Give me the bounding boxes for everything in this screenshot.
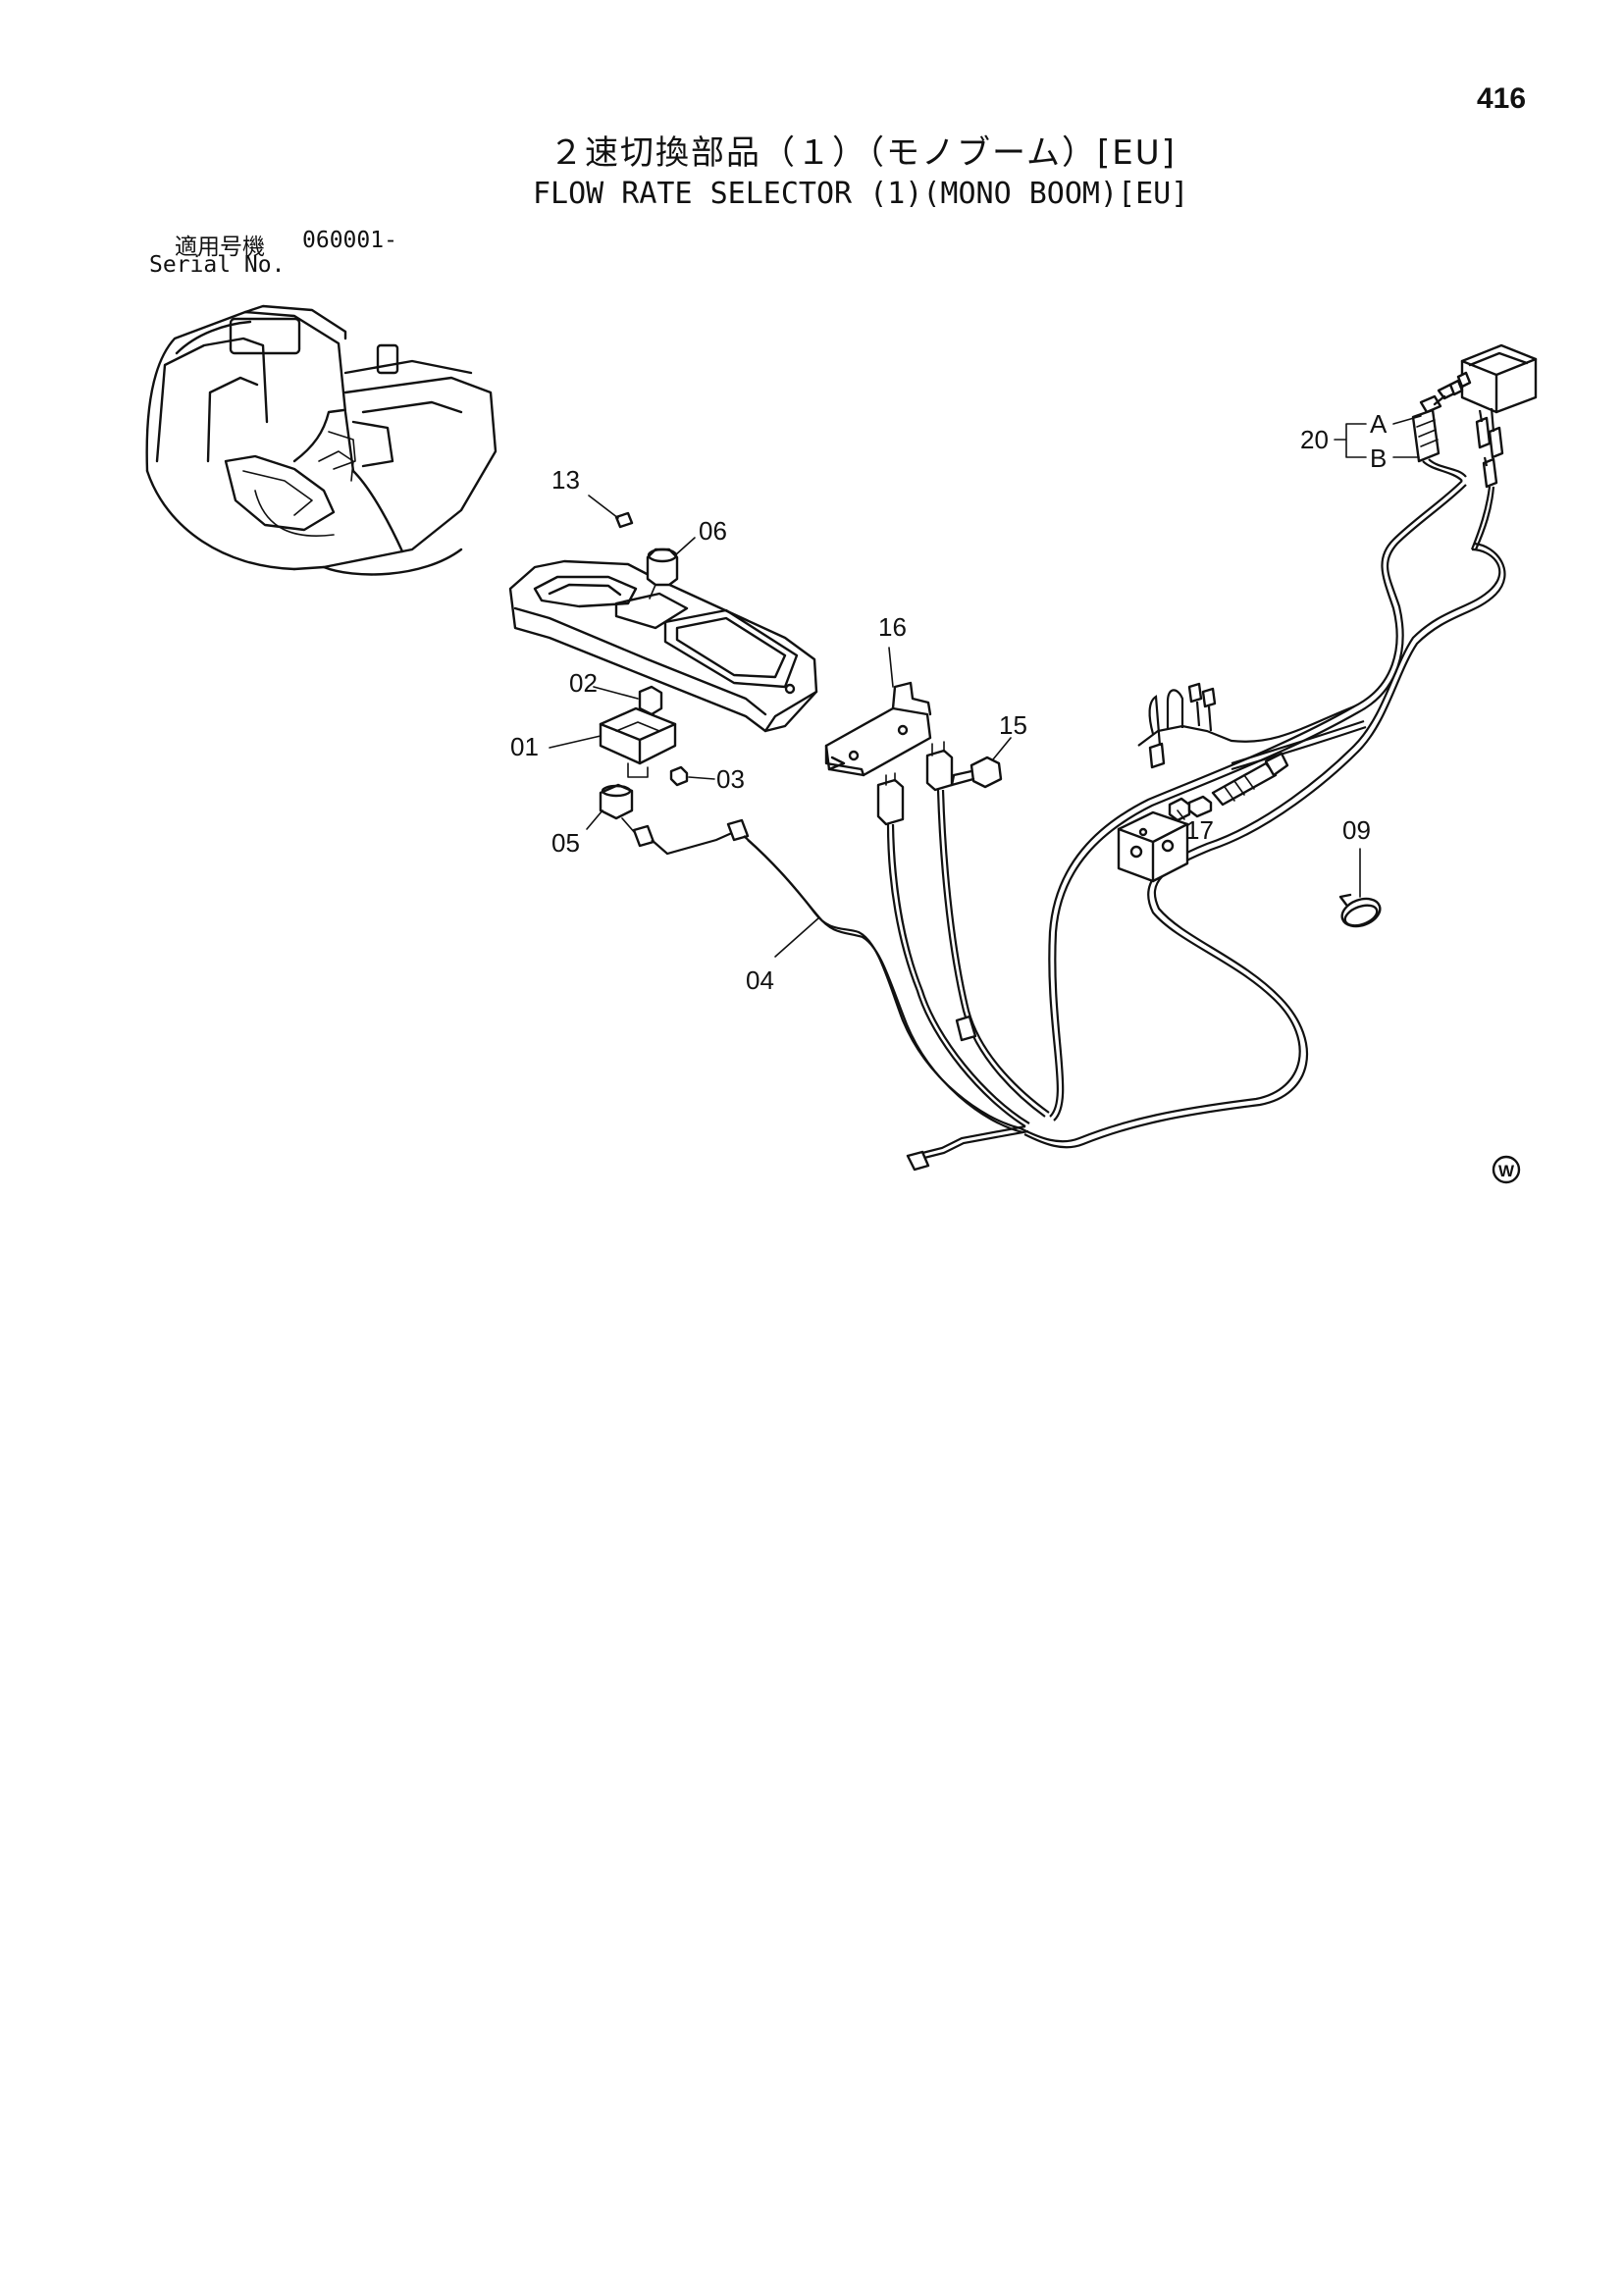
switch-knob-06 (646, 548, 679, 600)
leader-lines (549, 415, 1422, 958)
bracket-16 (824, 681, 932, 777)
bolt-15 (950, 756, 1003, 789)
screw-03 (669, 765, 689, 787)
excavator-location-inset (145, 304, 498, 576)
hose-clamp-09 (1338, 893, 1382, 928)
serial-number-value: 060001- (302, 228, 397, 253)
harness-04 (651, 818, 1023, 1134)
fitting-17 (1168, 795, 1213, 822)
callout-02: 02 (569, 668, 598, 698)
tag-13 (614, 511, 634, 529)
w-mark: W (1492, 1155, 1521, 1184)
callout-17: 17 (1185, 815, 1214, 845)
callout-06: 06 (699, 516, 727, 546)
callout-16: 16 (878, 612, 907, 642)
callout-03: 03 (716, 764, 745, 794)
port-label-a: A (1370, 409, 1388, 439)
serial-label-japanese: 適用号機 (175, 235, 265, 260)
callout-13: 13 (551, 465, 580, 495)
hose-20 (1411, 371, 1472, 482)
page-number: 416 (1477, 82, 1527, 115)
callout-05: 05 (551, 828, 580, 858)
serial-label-english: Serial No. (149, 252, 286, 278)
pressure-sensor (1211, 752, 1289, 807)
main-harness (886, 480, 1506, 1172)
callout-20: 20 (1300, 425, 1329, 454)
switch-box-01 (599, 706, 677, 778)
control-console (508, 559, 818, 733)
w-mark-text: W (1498, 1162, 1515, 1180)
parts-diagram: 13 06 02 01 03 05 04 16 15 17 09 20 A B … (145, 304, 1538, 1184)
solenoid-valve-block (1117, 810, 1189, 883)
page-title-japanese: ２速切換部品（１）（モノブーム）[EU] (550, 133, 1177, 173)
pressure-switch-box (1460, 343, 1538, 550)
callout-01: 01 (510, 732, 539, 761)
callout-04: 04 (746, 965, 774, 995)
callout-15: 15 (999, 710, 1027, 740)
page-title-english: FLOW RATE SELECTOR (1)(MONO BOOM)[EU] (533, 177, 1189, 211)
connector-05 (599, 783, 655, 848)
callout-labels: 13 06 02 01 03 05 04 16 15 17 09 20 A B (510, 409, 1388, 995)
callout-09: 09 (1342, 815, 1371, 845)
port-label-b: B (1370, 444, 1387, 473)
